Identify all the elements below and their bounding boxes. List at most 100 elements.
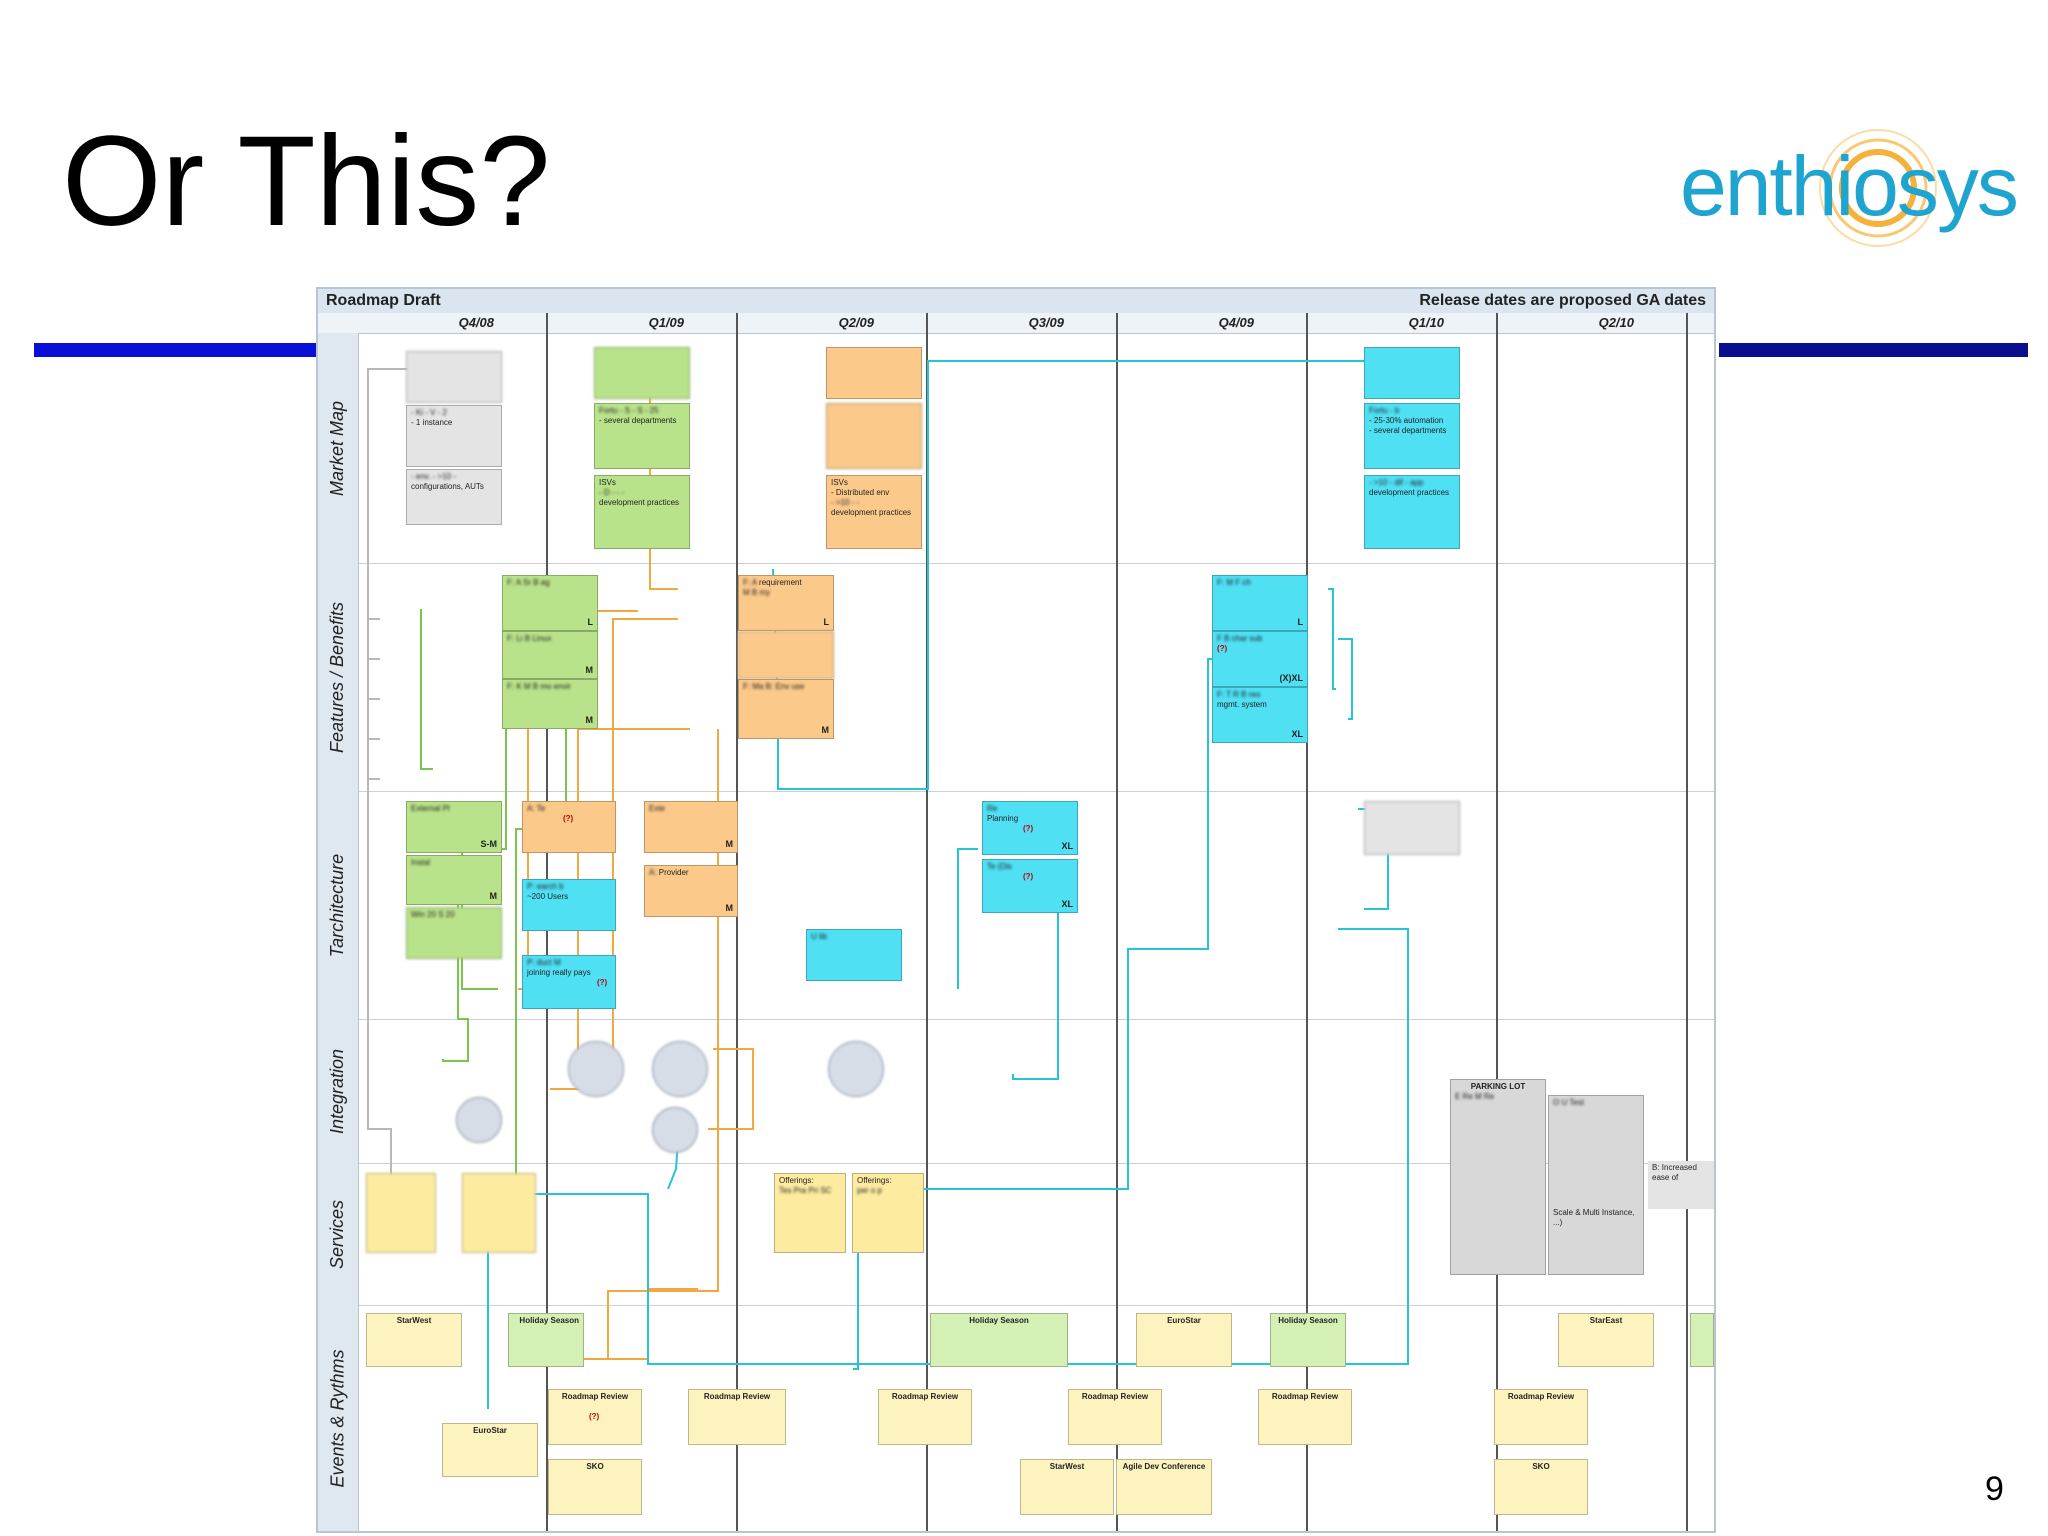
feature-card: F B char sub(?)(X)XL [1212, 631, 1308, 687]
card-text: - several departments [599, 416, 677, 425]
title-rule-right [1719, 343, 2028, 357]
card-text: ~200 Users [527, 892, 569, 901]
event-card: SKO [548, 1459, 642, 1515]
connector-cyan [957, 848, 978, 989]
quarter-line [1116, 313, 1118, 1531]
service-card [366, 1173, 436, 1253]
card-text: joining really pays [527, 968, 591, 977]
card-text: Offerings: [857, 1176, 892, 1185]
card-text: development practices [831, 508, 912, 517]
event-title: Holiday Season [969, 1316, 1029, 1325]
parking-lot-note: B: Increased ease of [1648, 1161, 1714, 1209]
question-mark: (?) [597, 978, 608, 987]
question-mark: (?) [1023, 872, 1034, 881]
event-title: Agile Dev Conference [1122, 1462, 1206, 1471]
size-label: M [585, 714, 594, 725]
event-card: Holiday Season [508, 1313, 584, 1367]
tarch-card: P: earch b~200 Users [522, 879, 616, 931]
size-label: M [585, 664, 594, 675]
event-title: Roadmap Review [561, 1392, 629, 1401]
tarch-card: Te (Dis(?)XL [982, 859, 1078, 913]
event-card: Roadmap Review [1258, 1389, 1352, 1445]
card-text: development practices [599, 498, 680, 507]
size-label: (X)XL [1279, 672, 1304, 683]
quarter-label: Q3/09 [1028, 315, 1064, 330]
enthiosys-logo: enthiosys [1680, 128, 2020, 256]
event-card: EuroStar [1136, 1313, 1232, 1367]
card-text: - 25-30% automation [1369, 416, 1444, 425]
lane-separator [318, 1163, 1714, 1164]
event-title: Roadmap Review [1507, 1392, 1575, 1401]
integration-node [652, 1107, 698, 1153]
quarter-label: Q4/08 [458, 315, 494, 330]
card-text: ISVs [599, 478, 616, 487]
connector-cyan [853, 658, 1278, 1370]
event-card: EuroStar [442, 1423, 538, 1477]
lane-separator [318, 791, 1714, 792]
event-card: StarEast [1558, 1313, 1654, 1367]
integration-node [652, 1041, 708, 1097]
market-map-card [1364, 347, 1460, 399]
event-title: EuroStar [473, 1426, 507, 1435]
card-text: Provider [658, 868, 689, 877]
feature-card [738, 631, 834, 679]
question-mark: (?) [589, 1412, 600, 1421]
quarter-line [736, 313, 738, 1531]
size-label: XL [1061, 840, 1073, 851]
event-title: Holiday Season [519, 1316, 579, 1325]
tarch-card: Win 20 S 20 [406, 907, 502, 959]
event-card: Agile Dev Conference [1116, 1459, 1212, 1515]
event-title: SKO [1532, 1462, 1550, 1471]
connector-lines [367, 359, 1409, 1409]
tarch-card: U lib [806, 929, 902, 981]
quarter-line [1306, 313, 1308, 1531]
event-card: SKO [1494, 1459, 1588, 1515]
quarter-line [1686, 313, 1688, 1531]
card-text: requirement [759, 578, 802, 587]
integration-node [456, 1097, 502, 1143]
connector-green [420, 609, 433, 770]
lane-separator [318, 563, 1714, 564]
event-title: StarWest [1049, 1462, 1085, 1471]
event-card: Roadmap Review [688, 1389, 786, 1445]
event-title: Roadmap Review [891, 1392, 959, 1401]
market-map-card [406, 351, 502, 403]
quarter-bar: Q4/08 Q1/09 Q2/09 Q3/09 Q4/09 Q1/10 Q2/1… [318, 313, 1714, 334]
logo-text: enthiosys [1680, 139, 2019, 233]
event-title: Roadmap Review [1271, 1392, 1339, 1401]
event-card: StarWest [366, 1313, 462, 1367]
event-title: StarWest [396, 1316, 432, 1325]
size-label: M [821, 724, 830, 735]
quarter-line [1496, 313, 1498, 1531]
question-mark: (?) [1023, 824, 1034, 833]
quarter-line [926, 313, 928, 1531]
size-label: XL [1061, 898, 1073, 909]
size-label: M [725, 838, 734, 849]
size-label: XL [1291, 728, 1303, 739]
event-title: SKO [586, 1462, 604, 1471]
market-map-card: Fortu - S - S - 25- several departments [594, 403, 690, 469]
service-card: Offerings:per o p [852, 1173, 924, 1253]
event-title: StarEast [1589, 1316, 1623, 1325]
market-map-card [826, 347, 922, 399]
event-card: Roadmap Review [1068, 1389, 1162, 1445]
roadmap-title: Roadmap Draft [326, 292, 441, 309]
connector-cyan [1328, 588, 1336, 690]
market-map-card: Fortu - b- 25-30% automation- several de… [1364, 403, 1460, 469]
card-text: development practices [1369, 488, 1450, 497]
event-card: Holiday Season [930, 1313, 1068, 1367]
lane-column [318, 333, 359, 1531]
connector-grey [367, 368, 408, 1189]
